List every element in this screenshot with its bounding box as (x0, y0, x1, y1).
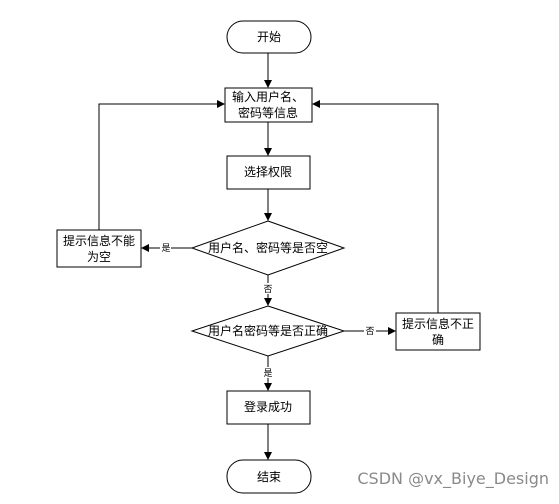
login-success-node: 登录成功 (226, 390, 311, 425)
input-node: 输入用户名、 密码等信息 (224, 87, 313, 123)
check-correct-decision: 用户名密码等是否正确 (190, 305, 346, 357)
check-correct-label: 用户名密码等是否正确 (208, 323, 328, 338)
prompt-incorrect-node: 提示信息不正 确 (395, 312, 481, 351)
edge-prompt-empty-loop (98, 100, 225, 230)
input-label-line1: 输入用户名、 (232, 89, 304, 104)
check-empty-decision: 用户名、密码等是否空 (190, 220, 346, 276)
edge-prompt-incorrect-loop (312, 100, 439, 313)
select-role-node: 选择权限 (226, 155, 311, 190)
edge-label-yes-correct: 是 (263, 368, 272, 379)
edge-label-bg-no-empty (262, 283, 274, 294)
prompt-incorrect-line2: 确 (432, 333, 444, 347)
edge-label-no-empty: 否 (263, 284, 272, 295)
prompt-empty-node: 提示信息不能 为空 (56, 229, 142, 268)
prompt-empty-line1: 提示信息不能 (63, 233, 135, 248)
start-node: 开始 (226, 20, 312, 54)
edge-label-bg-yes-empty (160, 242, 171, 253)
select-role-label: 选择权限 (244, 165, 292, 179)
edge-label-bg-yes-correct (262, 367, 274, 378)
start-label: 开始 (257, 30, 281, 44)
check-empty-label: 用户名、密码等是否空 (208, 240, 328, 255)
prompt-empty-line2: 为空 (87, 250, 111, 264)
edge-label-bg-no-correct (364, 325, 376, 336)
end-label: 结束 (257, 470, 281, 484)
end-node: 结束 (226, 459, 312, 494)
edge-label-no-correct: 否 (365, 326, 374, 337)
login-success-label: 登录成功 (244, 399, 292, 414)
input-label-line2: 密码等信息 (238, 105, 298, 120)
prompt-incorrect-line1: 提示信息不正 (402, 316, 474, 331)
edge-label-yes-empty: 是 (161, 243, 170, 254)
watermark: CSDN @vx_Biye_Design (357, 469, 549, 488)
